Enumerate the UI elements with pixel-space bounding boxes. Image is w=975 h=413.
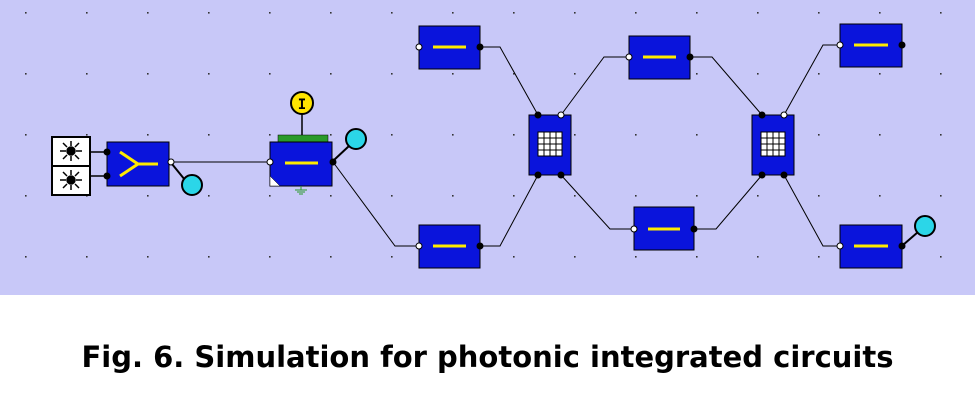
probe-output[interactable] [902,215,936,246]
y-splitter[interactable] [103,141,175,187]
wire-coupler2-to-bottom-right [783,174,840,247]
y-branch-icon [119,150,158,178]
port-node[interactable] [557,171,565,179]
wg-top-right[interactable] [836,23,906,68]
port-node[interactable] [630,225,638,233]
port-node[interactable] [836,41,844,49]
port-node[interactable] [415,242,423,250]
port-node[interactable] [557,111,565,119]
schematic-canvas: I [0,0,975,295]
port-node[interactable] [780,171,788,179]
starburst-icon [60,170,82,190]
port-node[interactable] [415,43,423,51]
wg-top-mid[interactable] [625,35,694,80]
wire-bottom-left-to-coupler1 [480,174,539,247]
current-source-label: I [298,97,306,113]
wg-bottom-right[interactable] [836,224,906,269]
port-node[interactable] [103,172,111,180]
port-node[interactable] [625,53,633,61]
port-node[interactable] [476,242,484,250]
port-node[interactable] [266,158,274,166]
probe-modulator[interactable] [333,128,367,161]
port-node[interactable] [534,111,542,119]
current-source[interactable]: I [290,91,314,136]
probe-splitter[interactable] [171,163,203,196]
port-node[interactable] [686,53,694,61]
wire-coupler2-to-top-right [783,44,840,116]
figure-caption: Fig. 6. Simulation for photonic integrat… [81,340,894,374]
wire-top-mid-to-coupler2 [690,56,763,116]
wire-top-left-to-coupler1 [480,46,539,116]
wg-bottom-mid[interactable] [630,206,698,251]
ground-icon [295,186,307,195]
phase-modulator[interactable] [266,134,337,195]
port-node[interactable] [476,43,484,51]
wire-coupler1-to-top-mid [560,56,629,116]
port-node[interactable] [690,225,698,233]
port-node[interactable] [167,158,175,166]
wire-modulator-to-bottom-left [332,161,419,247]
starburst-icon [60,141,82,161]
port-node[interactable] [103,148,111,156]
port-node[interactable] [898,41,906,49]
port-node[interactable] [836,242,844,250]
waveguide-connections [171,44,840,247]
grid-icon [537,131,563,157]
grid-icon [760,131,786,157]
port-node[interactable] [758,171,766,179]
wg-bottom-left[interactable] [415,224,484,269]
coupler-1[interactable] [528,111,572,179]
source-array[interactable] [51,136,107,196]
wg-top-left[interactable] [415,25,484,70]
wire-bottom-mid-to-coupler2 [694,174,763,230]
port-node[interactable] [780,111,788,119]
port-node[interactable] [534,171,542,179]
coupler-2[interactable] [751,111,795,179]
port-node[interactable] [758,111,766,119]
wire-coupler1-to-bottom-mid [560,174,634,230]
